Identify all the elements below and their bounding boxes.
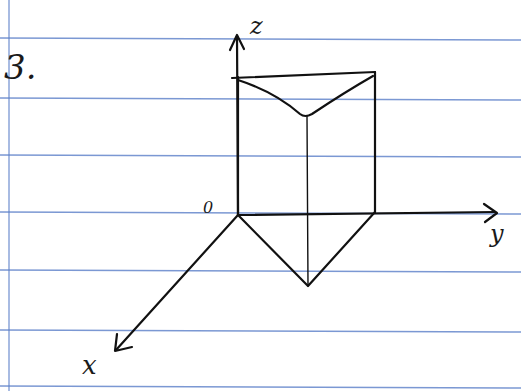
ruled-lines (0, 38, 521, 388)
top-curved-edge (238, 76, 373, 116)
problem-number: 3. (4, 50, 36, 84)
back-vertical-edge (237, 77, 239, 215)
origin-label: 0 (203, 200, 213, 216)
front-vertical-edge (307, 116, 308, 286)
top-back-edge (232, 72, 375, 78)
side-vertical-edge (374, 72, 376, 212)
y-arrowhead (484, 204, 497, 222)
axis-label: y (490, 222, 504, 246)
x-arrowhead (115, 334, 132, 351)
axis-label: x (82, 352, 97, 378)
x-axis (116, 215, 238, 350)
prism-solid (232, 72, 375, 286)
z-axis (237, 36, 238, 215)
axis-label: z (250, 14, 263, 38)
axes (115, 35, 497, 351)
y-axis (238, 212, 495, 215)
base-edges (238, 212, 375, 286)
z-arrowhead (230, 35, 244, 50)
